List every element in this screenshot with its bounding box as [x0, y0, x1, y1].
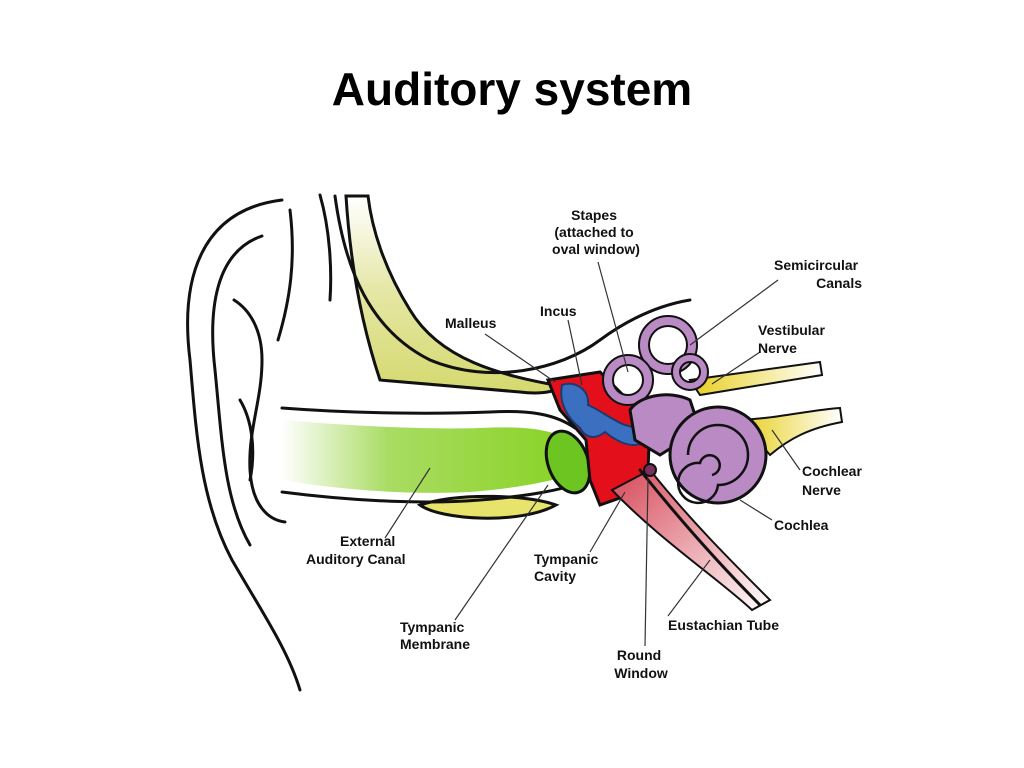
- label-external-auditory-canal: External Auditory Canal: [306, 533, 406, 567]
- temporal-bone-upper: [344, 194, 562, 395]
- leader-lines: [384, 261, 801, 647]
- label-cochlea: Cochlea: [774, 517, 829, 533]
- label-tympanic-cavity: Tympanic Cavity: [534, 551, 602, 584]
- external-auditory-canal: [282, 420, 585, 493]
- vestibular-nerve-shape: [688, 360, 824, 397]
- skull-outline: [333, 194, 692, 375]
- label-semicircular-canals: Semicircular Canals: [774, 257, 862, 291]
- pinna: [186, 193, 333, 692]
- label-incus: Incus: [540, 303, 577, 319]
- slide-title: Auditory system: [331, 63, 693, 115]
- round-window-shape: [643, 463, 657, 477]
- label-stapes: Stapes (attached to oval window): [552, 207, 640, 257]
- label-vestibular-nerve: Vestibular Nerve: [758, 322, 829, 356]
- cochlea-shape: [668, 405, 768, 505]
- label-round-window: Round Window: [614, 647, 668, 681]
- label-malleus: Malleus: [445, 315, 497, 331]
- label-cochlear-nerve: Cochlear Nerve: [802, 463, 866, 498]
- inner-ear: [602, 315, 768, 505]
- label-tympanic-membrane: Tympanic Membrane: [400, 619, 470, 652]
- label-eustachian-tube: Eustachian Tube: [668, 617, 779, 633]
